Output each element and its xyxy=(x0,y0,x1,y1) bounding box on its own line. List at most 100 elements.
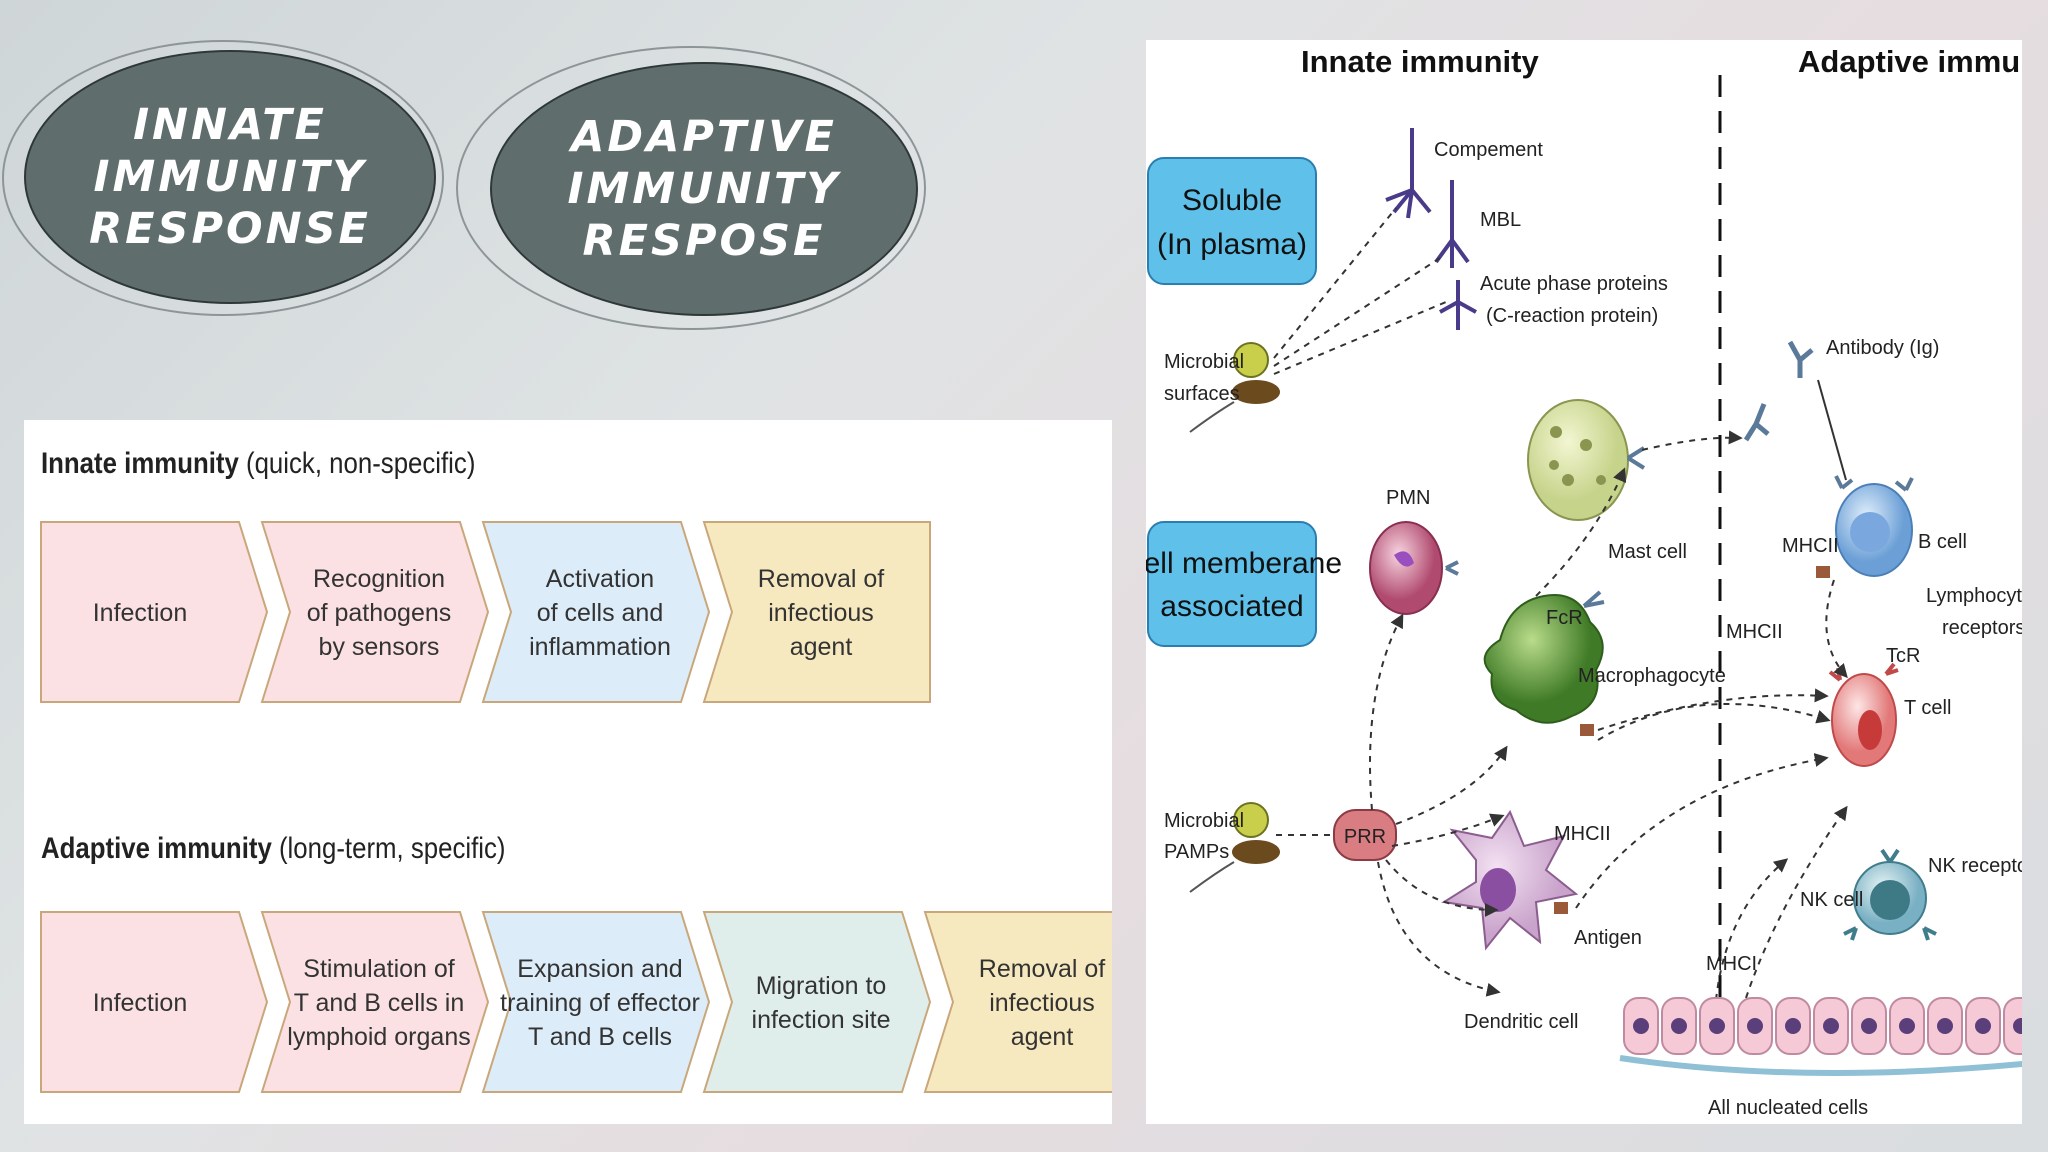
innate-immunity-oval[interactable]: INNATE IMMUNITY RESPONSE xyxy=(24,50,436,304)
soluble-line-2: (In plasma) xyxy=(1157,228,1307,261)
label-prr: PRR xyxy=(1344,826,1386,848)
adaptive-step-label: Removal of xyxy=(979,955,1105,983)
nk-cell xyxy=(1843,848,1937,941)
adaptive-flow-title-bold: Adaptive immunity xyxy=(41,832,272,865)
innate-step-label: inflammation xyxy=(529,633,671,661)
innate-flow-title: Innate immunity (quick, non-specific) xyxy=(41,447,475,481)
flowchart-panel: Innate immunity (quick, non-specific) Ad… xyxy=(24,420,1112,1124)
nucleated-cell-nucleus xyxy=(1709,1018,1725,1034)
acute-phase-protein-icon xyxy=(1439,280,1477,330)
innate-step-label: Activation xyxy=(546,565,654,593)
b-cell xyxy=(1816,475,1914,578)
adaptive-step[interactable]: Migration to infection site xyxy=(702,911,932,1093)
oval-line: IMMUNITY xyxy=(93,152,367,202)
nucleated-cell-nucleus xyxy=(1747,1018,1763,1034)
adaptive-immunity-oval[interactable]: ADAPTIVE IMMUNITY RESPOSE xyxy=(490,62,918,316)
label-lymph-2: receptors xyxy=(1942,617,2022,639)
immunity-diagram-panel: Innate immunity Adaptive immunity Solubl… xyxy=(1122,40,2048,1124)
nucleated-cell-nucleus xyxy=(1785,1018,1801,1034)
label-mhcii-dc: MHCII xyxy=(1554,823,1611,845)
label-lymph-1: Lymphocyts xyxy=(1926,585,2022,607)
nucleated-cell-nucleus xyxy=(1633,1018,1649,1034)
label-b-cell: B cell xyxy=(1918,531,1967,553)
adaptive-step-label: training of effector xyxy=(500,989,700,1017)
nucleated-cell-nucleus xyxy=(1899,1018,1915,1034)
membrane-line-1: Cell memberane xyxy=(1146,547,1342,580)
label-microbial-pamps-1: Microbial xyxy=(1164,810,1244,832)
label-acute-2: (C-reaction protein) xyxy=(1486,305,1658,327)
adaptive-flow-title-rest: (long-term, specific) xyxy=(271,832,506,865)
innate-step-label: infectious xyxy=(768,599,874,627)
oval-line: RESPOSE xyxy=(582,216,826,266)
innate-step-label: by sensors xyxy=(319,633,440,661)
label-mbl: MBL xyxy=(1480,209,1521,231)
nucleated-cells xyxy=(1619,997,2048,1076)
adaptive-step-label: infection site xyxy=(752,1006,891,1034)
adaptive-step-label: Expansion and xyxy=(517,955,682,983)
innate-flow-title-bold: Innate immunity xyxy=(41,447,239,480)
oval-line: INNATE xyxy=(133,100,327,150)
pmn-cell xyxy=(1369,521,1459,615)
nucleated-cell-nucleus xyxy=(1937,1018,1953,1034)
label-mhcii-mid: MHCII xyxy=(1726,621,1783,643)
innate-step-label: agent xyxy=(790,633,853,661)
adaptive-step-shape xyxy=(481,911,711,1093)
label-mhci: MHCI xyxy=(1706,953,1757,975)
adaptive-step-shape xyxy=(40,911,269,1093)
adaptive-step-shape xyxy=(923,911,1112,1093)
microbe-surface-icon xyxy=(1189,342,1280,433)
adaptive-step[interactable]: Infection xyxy=(40,911,269,1093)
complement-icon xyxy=(1385,128,1432,219)
innate-step[interactable]: Activation of cells and inflammation xyxy=(481,521,711,703)
adaptive-flow-title: Adaptive immunity (long-term, specific) xyxy=(41,832,505,866)
adaptive-step-shape xyxy=(702,911,932,1093)
adaptive-step-label: Infection xyxy=(93,989,188,1017)
innate-step[interactable]: Infection xyxy=(40,521,269,703)
label-nk-cell: NK cell xyxy=(1800,889,1863,911)
adaptive-step[interactable]: Expansion and training of effector T and B… xyxy=(481,911,711,1093)
mbl-icon xyxy=(1434,180,1470,268)
adaptive-step-label: T and B cells xyxy=(528,1023,672,1051)
tissue-base xyxy=(1619,1055,2048,1076)
label-mast-cell: Mast cell xyxy=(1608,541,1687,563)
label-nk-receptor: NK receptor xyxy=(1928,855,2022,877)
nucleated-cell-nucleus xyxy=(1823,1018,1839,1034)
membrane-line-2: associated xyxy=(1160,590,1303,623)
innate-step-shape xyxy=(481,521,711,703)
antibody-icon xyxy=(1743,340,1814,442)
label-antigen: Antigen xyxy=(1574,927,1642,949)
adaptive-step[interactable]: Removal of infectious agent xyxy=(923,911,1112,1093)
adaptive-step-shape xyxy=(260,911,490,1093)
macrophage-cell xyxy=(1483,590,1605,736)
innate-step-label: of cells and xyxy=(537,599,663,627)
innate-step-shape xyxy=(40,521,269,703)
adaptive-step-label: agent xyxy=(1011,1023,1074,1051)
innate-step-label: Infection xyxy=(93,599,188,627)
innate-step-label: of pathogens xyxy=(307,599,452,627)
label-macrophagocyte: Macrophagocyte xyxy=(1578,665,1726,687)
label-microbial-surfaces-1: Microbial xyxy=(1164,351,1244,373)
label-microbial-surfaces-2: surfaces xyxy=(1164,383,1240,405)
dendritic-cell xyxy=(1441,809,1579,951)
adaptive-step-label: Stimulation of xyxy=(303,955,455,983)
oval-line: RESPONSE xyxy=(89,204,371,254)
adaptive-step-label: infectious xyxy=(989,989,1095,1017)
microbe-pamps-icon xyxy=(1189,802,1280,893)
label-tcr: TcR xyxy=(1886,645,1920,667)
t-cell xyxy=(1828,662,1899,767)
innate-step-shape xyxy=(702,521,931,703)
adaptive-step-label: Migration to xyxy=(756,972,887,1000)
nucleated-cell-nucleus xyxy=(1861,1018,1877,1034)
label-all-nucleated-cells: All nucleated cells xyxy=(1708,1097,1868,1119)
innate-step-shape xyxy=(260,521,490,703)
membrane-box: Cell memberane associated xyxy=(1122,521,1342,647)
label-antibody: Antibody (Ig) xyxy=(1826,337,1939,359)
label-dendritic-cell: Dendritic cell xyxy=(1464,1011,1578,1033)
mast-cell xyxy=(1527,399,1646,521)
adaptive-step-label: lymphoid organs xyxy=(287,1023,470,1051)
adaptive-arrows xyxy=(1575,579,1848,1001)
